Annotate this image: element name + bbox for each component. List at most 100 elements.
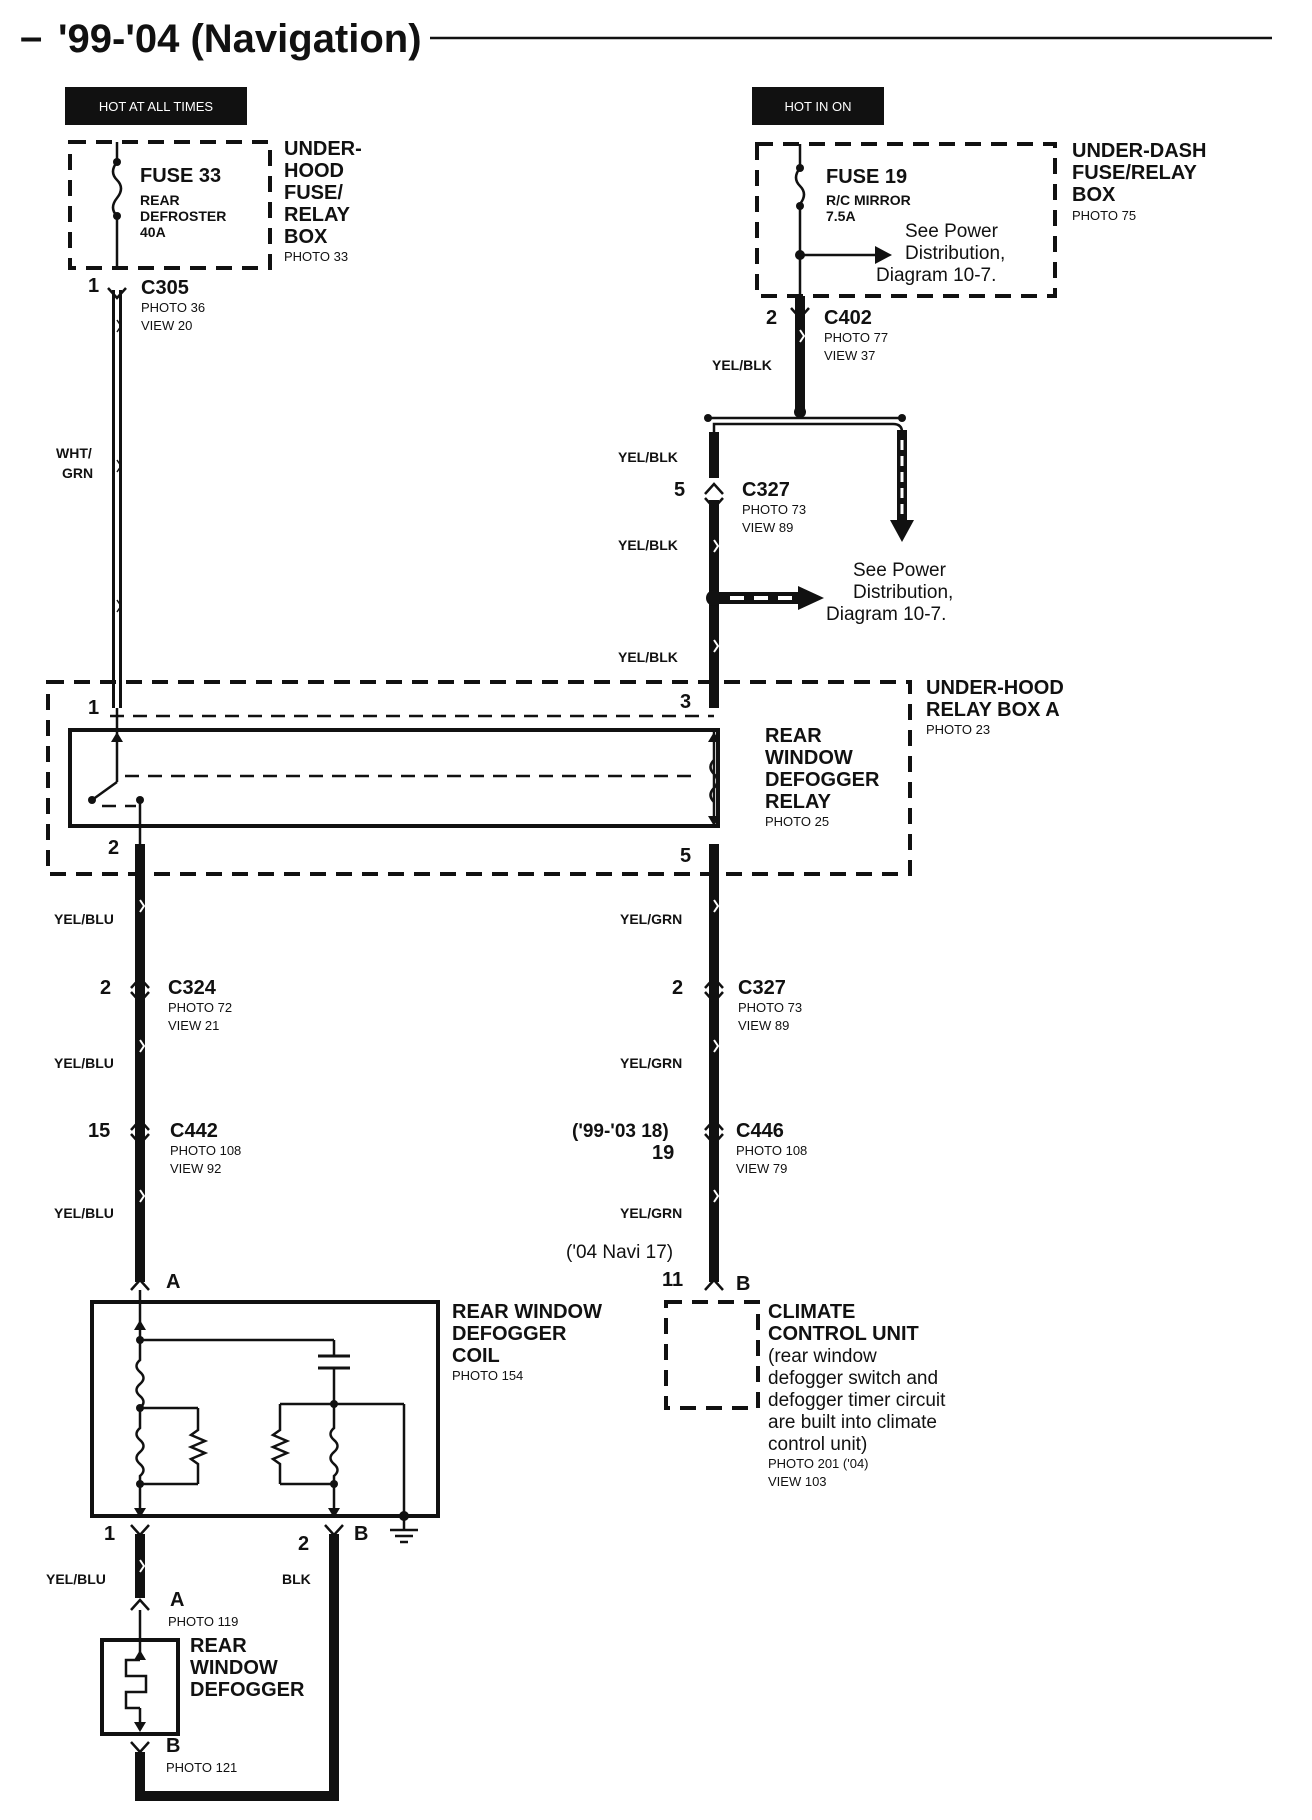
coil-label-3: COIL: [452, 1345, 500, 1367]
fuse-33-line1: REAR: [140, 192, 180, 208]
c446-pin: 19: [652, 1142, 674, 1164]
coil-pin-1: 1: [104, 1523, 115, 1545]
underhood-box-label-3: FUSE/: [284, 182, 343, 204]
yel-grn-label-3: YEL/GRN: [620, 1205, 682, 1221]
underhood-box-label-2: HOOD: [284, 160, 344, 182]
c442-photo: PHOTO 108: [170, 1143, 241, 1158]
yel-blu-label-2: YEL/BLU: [54, 1055, 114, 1071]
defogger-grid-icon: [124, 1610, 148, 1732]
coil-internal-circuit: [134, 1290, 406, 1518]
relay-pin-3: 3: [680, 691, 691, 713]
fuse-19-amp: 7.5A: [826, 208, 856, 224]
coil-photo: PHOTO 154: [452, 1368, 523, 1383]
c446-label: C446: [736, 1120, 784, 1142]
c305-view: VIEW 20: [141, 318, 192, 333]
climate-view: VIEW 103: [768, 1474, 827, 1489]
climate-photo: PHOTO 201 ('04): [768, 1456, 869, 1471]
underdash-box-label-1: UNDER-DASH: [1072, 140, 1206, 162]
c305-photo: PHOTO 36: [141, 300, 205, 315]
underdash-box-photo: PHOTO 75: [1072, 208, 1136, 223]
fuse-33-symbol: [111, 142, 123, 268]
relay-pin-5: 5: [680, 845, 691, 867]
c327-low-label: C327: [738, 977, 786, 999]
relay-label-4: RELAY: [765, 791, 832, 813]
underdash-box-label-2: FUSE/RELAY: [1072, 162, 1198, 184]
relay-box-photo: PHOTO 23: [926, 722, 990, 737]
c402-label: C402: [824, 307, 872, 329]
wht-grn-label-1: WHT/: [56, 445, 92, 461]
c446-view: VIEW 79: [736, 1161, 787, 1176]
fuse19-see-power-1: See Power: [905, 221, 999, 242]
ground-icon: [390, 1511, 418, 1544]
c402-view: VIEW 37: [824, 348, 875, 363]
c324-view: VIEW 21: [168, 1018, 219, 1033]
yel-blu-label-3: YEL/BLU: [54, 1205, 114, 1221]
coil-pin-a: A: [166, 1271, 180, 1293]
page-title: '99-'04 (Navigation): [58, 17, 422, 61]
coil-label-2: DEFOGGER: [452, 1323, 567, 1345]
climate-pin-11: 11: [662, 1269, 683, 1291]
hot-in-on-badge: HOT IN ON: [752, 87, 884, 125]
relay-photo: PHOTO 25: [765, 814, 829, 829]
underhood-box-photo: PHOTO 33: [284, 249, 348, 264]
climate-label-1: CLIMATE: [768, 1301, 855, 1323]
climate-label-2: CONTROL UNIT: [768, 1323, 919, 1345]
relay-pin-2: 2: [108, 837, 119, 859]
defogger-relay-body: [68, 728, 720, 828]
mid-see-power-3: Diagram 10-7.: [826, 604, 946, 625]
fuse-19-symbol: [794, 144, 892, 296]
navi-note: ('04 Navi 17): [566, 1242, 673, 1263]
hot-at-all-times-badge: HOT AT ALL TIMES: [65, 87, 247, 125]
c402-photo: PHOTO 77: [824, 330, 888, 345]
c327-low-pin: 2: [672, 977, 683, 999]
yel-blk-label-1: YEL/BLK: [618, 449, 678, 465]
climate-unit-outline: [664, 1300, 760, 1410]
c402-wire-color: YEL/BLK: [712, 357, 772, 373]
c402-pin: 2: [766, 307, 777, 329]
c305-pin: 1: [88, 275, 99, 297]
wire-wht-grn: [112, 290, 122, 708]
relay-switch-symbol: [88, 708, 720, 844]
climate-connector-b: B: [736, 1273, 750, 1295]
wht-grn-label-2: GRN: [62, 465, 93, 481]
mid-see-power-1: See Power: [853, 560, 947, 581]
c324-label: C324: [168, 977, 217, 999]
climate-desc-5: control unit): [768, 1434, 867, 1455]
underhood-fuse-box-outline: [68, 140, 272, 270]
header-dash: –: [20, 15, 42, 59]
underhood-box-label-4: RELAY: [284, 204, 351, 226]
yel-grn-label-1: YEL/GRN: [620, 911, 682, 927]
climate-desc-1: (rear window: [768, 1346, 877, 1367]
c446-pin-note: ('99-'03 18): [572, 1121, 669, 1142]
c327-low-photo: PHOTO 73: [738, 1000, 802, 1015]
relay-label-2: WINDOW: [765, 747, 853, 769]
c442-pin: 15: [88, 1120, 110, 1142]
climate-desc-3: defogger timer circuit: [768, 1390, 946, 1411]
yel-blu-label-1: YEL/BLU: [54, 911, 114, 927]
c327-top-pin: 5: [674, 479, 685, 501]
climate-desc-2: defogger switch and: [768, 1368, 938, 1389]
c324-photo: PHOTO 72: [168, 1000, 232, 1015]
c327-top-view: VIEW 89: [742, 520, 793, 535]
svg-text:HOT IN ON: HOT IN ON: [785, 99, 852, 114]
yel-blk-label-3: YEL/BLK: [618, 649, 678, 665]
c442-view: VIEW 92: [170, 1161, 221, 1176]
climate-desc-4: are built into climate: [768, 1412, 937, 1433]
fuse19-see-power-2: Distribution,: [905, 243, 1005, 264]
relay-box-label-1: UNDER-HOOD: [926, 677, 1064, 699]
coil-pin-b: B: [354, 1523, 368, 1545]
fuse-19-label: FUSE 19: [826, 166, 907, 188]
defogger-label-2: WINDOW: [190, 1657, 278, 1679]
underhood-box-label-1: UNDER-: [284, 138, 362, 160]
fuse-19-line1: R/C MIRROR: [826, 192, 911, 208]
underhood-relay-box-outline: [46, 680, 912, 876]
fuse-33-amp: 40A: [140, 224, 166, 240]
yel-blu-label-4: YEL/BLU: [46, 1571, 106, 1587]
svg-text:HOT AT ALL TIMES: HOT AT ALL TIMES: [99, 99, 213, 114]
defogger-pin-b: B: [166, 1735, 180, 1757]
fuse-33-line2: DEFROSTER: [140, 208, 226, 224]
c305-label: C305: [141, 277, 189, 299]
c442-label: C442: [170, 1120, 218, 1142]
coil-pin-2: 2: [298, 1533, 309, 1555]
